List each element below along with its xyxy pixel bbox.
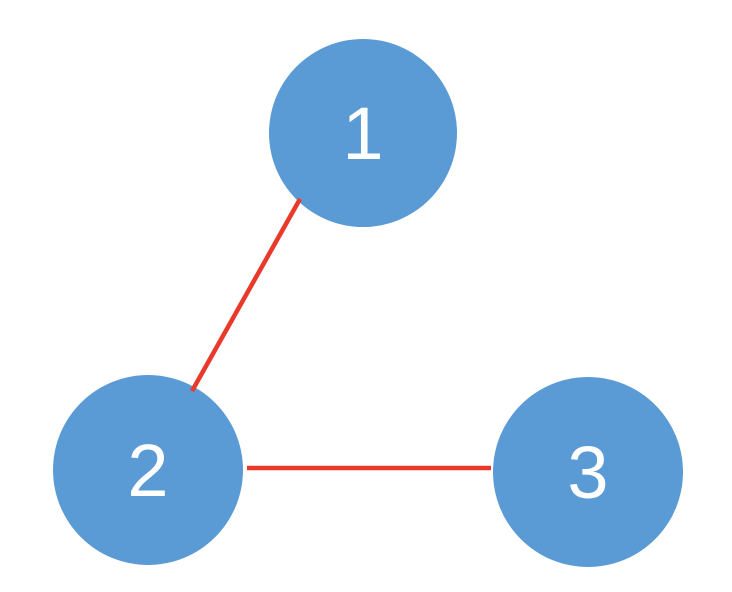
node-2-circle xyxy=(53,375,243,565)
edge-1-2 xyxy=(190,197,302,393)
node-3-circle xyxy=(493,377,683,567)
node-1-circle xyxy=(269,39,457,227)
